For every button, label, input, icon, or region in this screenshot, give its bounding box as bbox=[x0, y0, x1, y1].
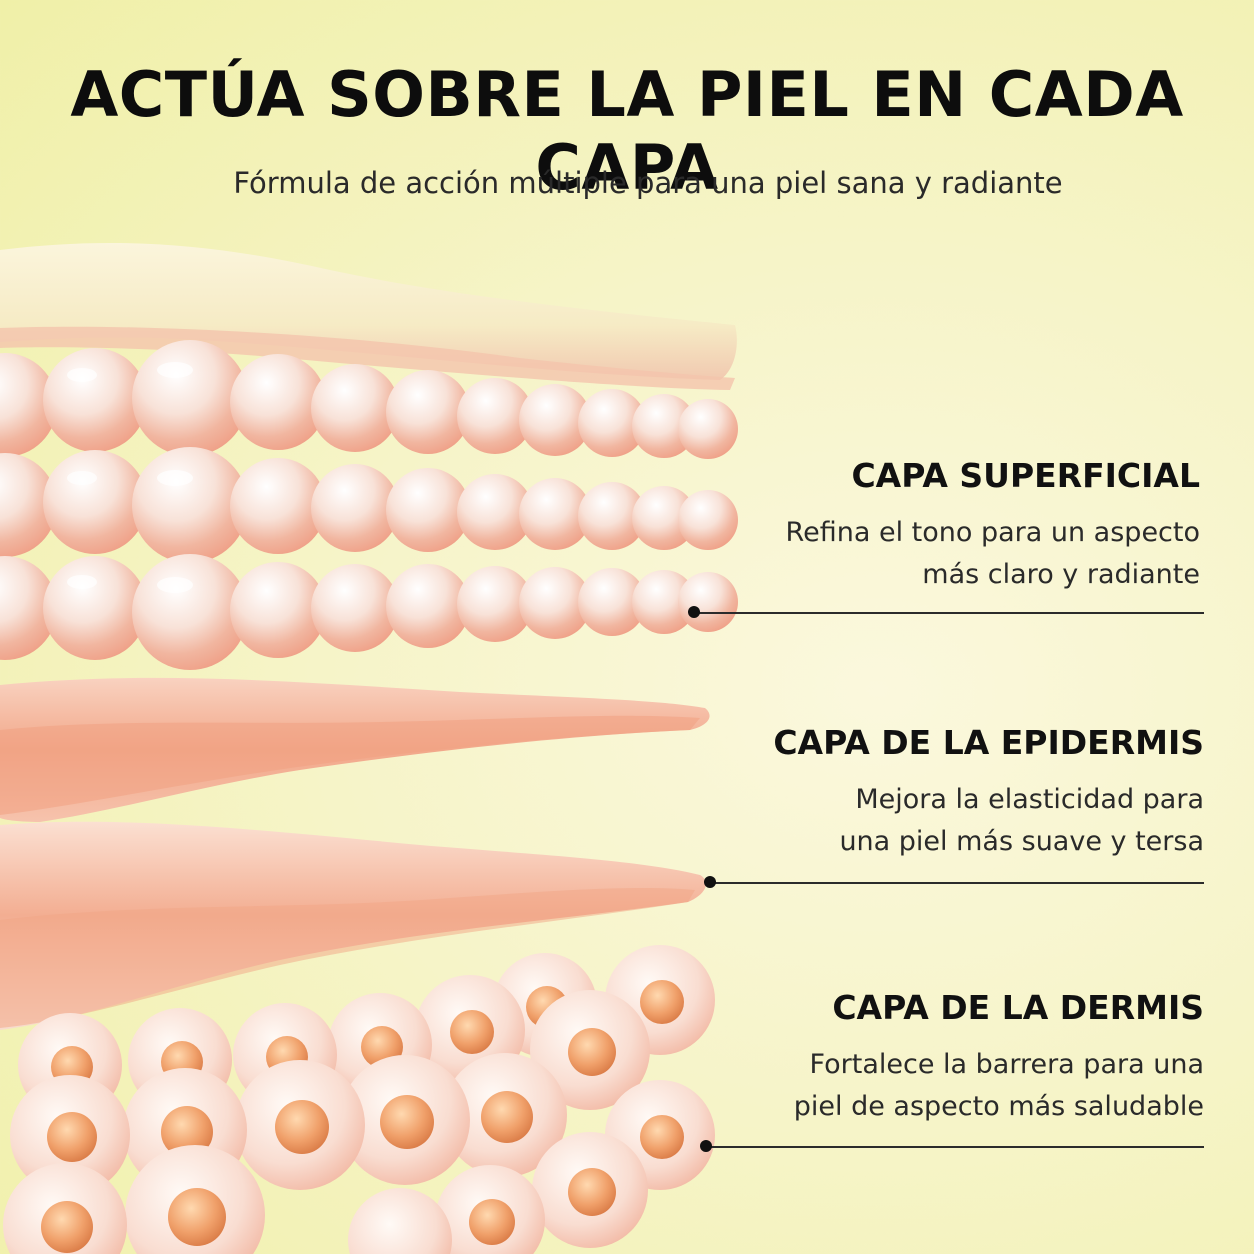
layer-description-superficial: Refina el tono para un aspecto más claro… bbox=[700, 512, 1200, 596]
layer-description-line: Fortalece la barrera para una bbox=[809, 1049, 1204, 1081]
leader-line-epidermis bbox=[710, 882, 1204, 884]
leader-line-dermis bbox=[706, 1146, 1204, 1148]
layer-description-line: Refina el tono para un aspecto bbox=[785, 517, 1200, 549]
layer-description-line: una piel más suave y tersa bbox=[839, 826, 1204, 858]
layer-description-epidermis: Mejora la elasticidad para una piel más … bbox=[704, 779, 1204, 863]
layer-description-line: piel de aspecto más saludable bbox=[793, 1091, 1204, 1123]
layer-info-epidermis: CAPA DE LA EPIDERMIS Mejora la elasticid… bbox=[704, 723, 1204, 863]
layer-description-line: Mejora la elasticidad para bbox=[855, 784, 1204, 816]
marker-dot-superficial bbox=[688, 606, 700, 618]
layer-title-epidermis: CAPA DE LA EPIDERMIS bbox=[773, 723, 1204, 762]
layer-info-superficial: CAPA SUPERFICIAL Refina el tono para un … bbox=[700, 456, 1200, 596]
skin-layers-illustration bbox=[0, 242, 738, 1254]
layer-description-line: más claro y radiante bbox=[922, 559, 1200, 591]
leader-line-superficial bbox=[694, 612, 1204, 614]
marker-dot-epidermis bbox=[704, 876, 716, 888]
layer-info-dermis: CAPA DE LA DERMIS Fortalece la barrera p… bbox=[704, 988, 1204, 1128]
page-title: ACTÚA SOBRE LA PIEL EN CADA CAPA bbox=[70, 58, 1184, 204]
layer-title-superficial: CAPA SUPERFICIAL bbox=[851, 456, 1200, 495]
layer-title-dermis: CAPA DE LA DERMIS bbox=[832, 988, 1204, 1027]
marker-dot-dermis bbox=[700, 1140, 712, 1152]
layer-description-dermis: Fortalece la barrera para una piel de as… bbox=[704, 1044, 1204, 1128]
page-subtitle: Fórmula de acción múltiple para una piel… bbox=[233, 166, 1063, 200]
